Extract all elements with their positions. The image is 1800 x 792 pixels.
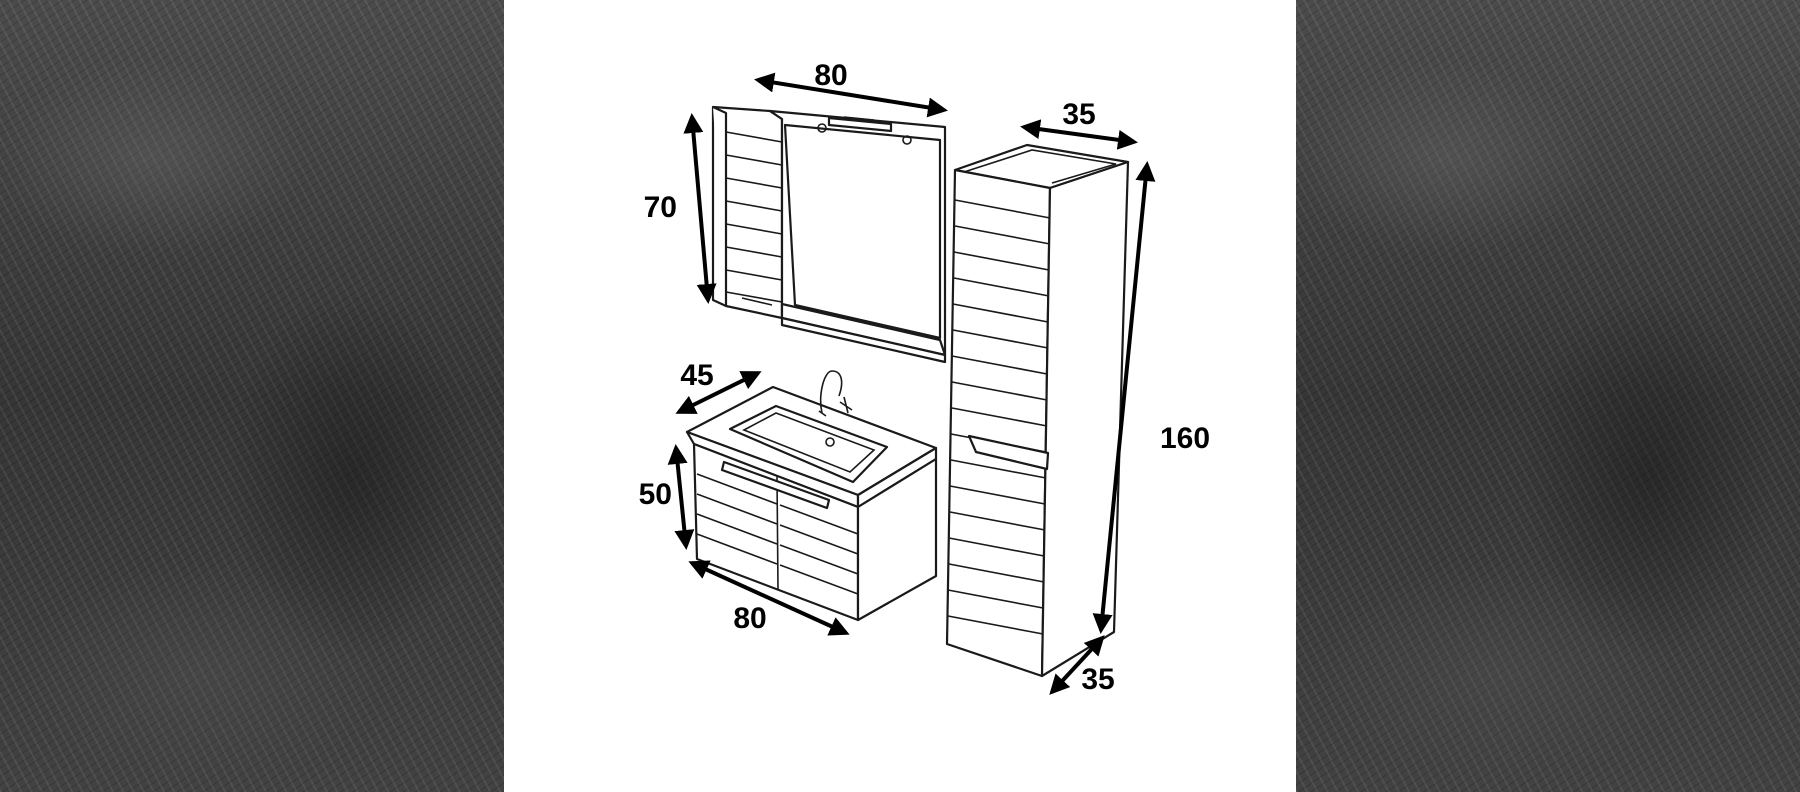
column-width-arrow <box>1020 119 1138 150</box>
column-depth-arrow <box>1049 635 1105 695</box>
vanity-door-slats <box>696 473 859 595</box>
vanity-unit <box>685 370 938 622</box>
mirror-width-arrow <box>754 72 948 118</box>
vanity-depth-label: 45 <box>680 359 713 392</box>
right-marble-background <box>1296 0 1800 792</box>
vanity-height-label: 50 <box>639 478 672 511</box>
mirror-side-slats <box>725 131 783 303</box>
vanity-width-arrow <box>688 560 850 636</box>
mirror-height-label: 70 <box>644 191 677 224</box>
diagram-canvas: 80 70 35 160 35 45 50 80 <box>639 59 1210 696</box>
column-depth-label: 35 <box>1081 663 1114 696</box>
column-width-label: 35 <box>1062 98 1095 131</box>
product-dimension-diagram: 80 70 35 160 35 45 50 80 <box>504 0 1296 792</box>
mirror-height-arrow <box>683 113 717 304</box>
tall-column-cabinet <box>945 143 1130 678</box>
mirror-cabinet <box>711 105 947 364</box>
column-height-arrow <box>1092 161 1156 634</box>
vanity-width-label: 80 <box>733 602 766 635</box>
vanity-height-arrow <box>667 444 695 550</box>
column-slats <box>947 199 1051 635</box>
vanity-depth-arrow <box>675 371 762 414</box>
dimension-arrows <box>667 72 1156 695</box>
mirror-width-label: 80 <box>814 59 847 92</box>
column-height-label: 160 <box>1160 422 1210 455</box>
left-marble-background <box>0 0 504 792</box>
